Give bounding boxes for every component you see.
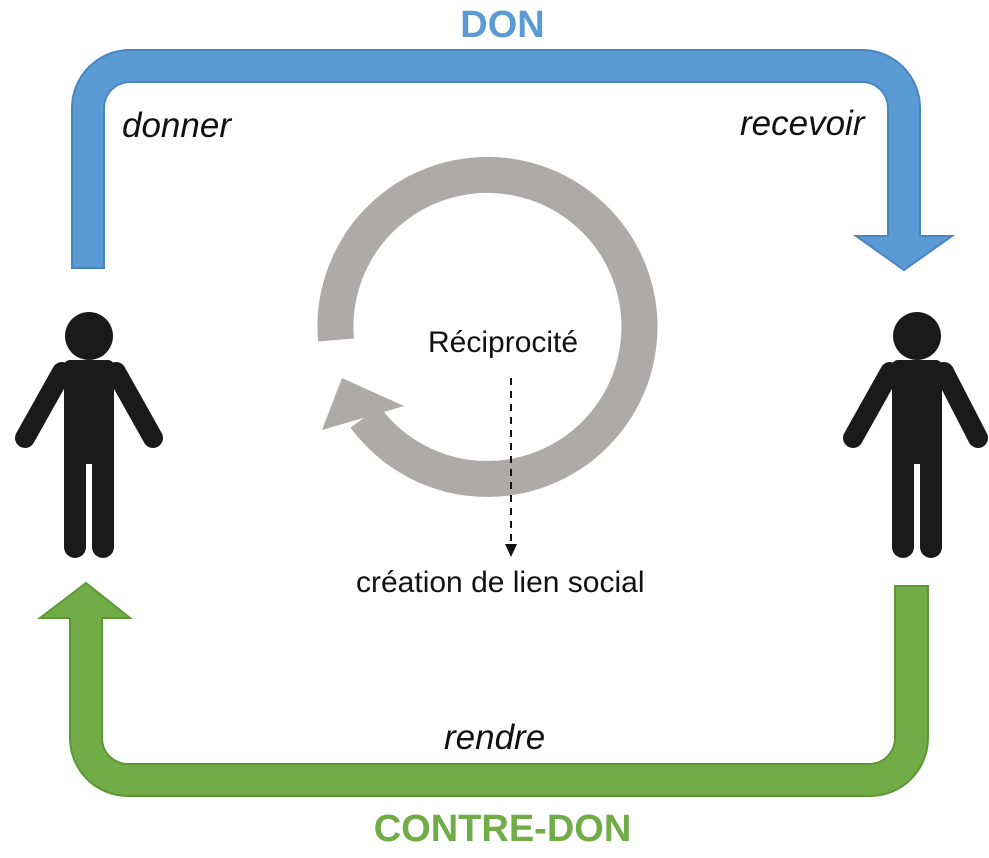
lien-social-label: création de lien social — [356, 566, 645, 599]
cycle-arrow-icon — [317, 156, 658, 497]
cycle-arrowhead — [322, 378, 404, 430]
cycle-ring — [317, 156, 658, 497]
reciprocite-label: Réciprocité — [428, 326, 579, 359]
contre-don-arrow — [37, 581, 929, 797]
recevoir-label: recevoir — [740, 104, 865, 143]
contre-don-title: CONTRE-DON — [373, 808, 632, 850]
rendre-label: rendre — [444, 718, 546, 757]
don-arrow — [71, 49, 956, 272]
person-icon — [843, 312, 988, 558]
person-icon — [15, 312, 163, 558]
donner-label: donner — [122, 106, 231, 145]
dashed-arrow-icon — [505, 378, 517, 557]
don-title: DON — [460, 4, 545, 46]
